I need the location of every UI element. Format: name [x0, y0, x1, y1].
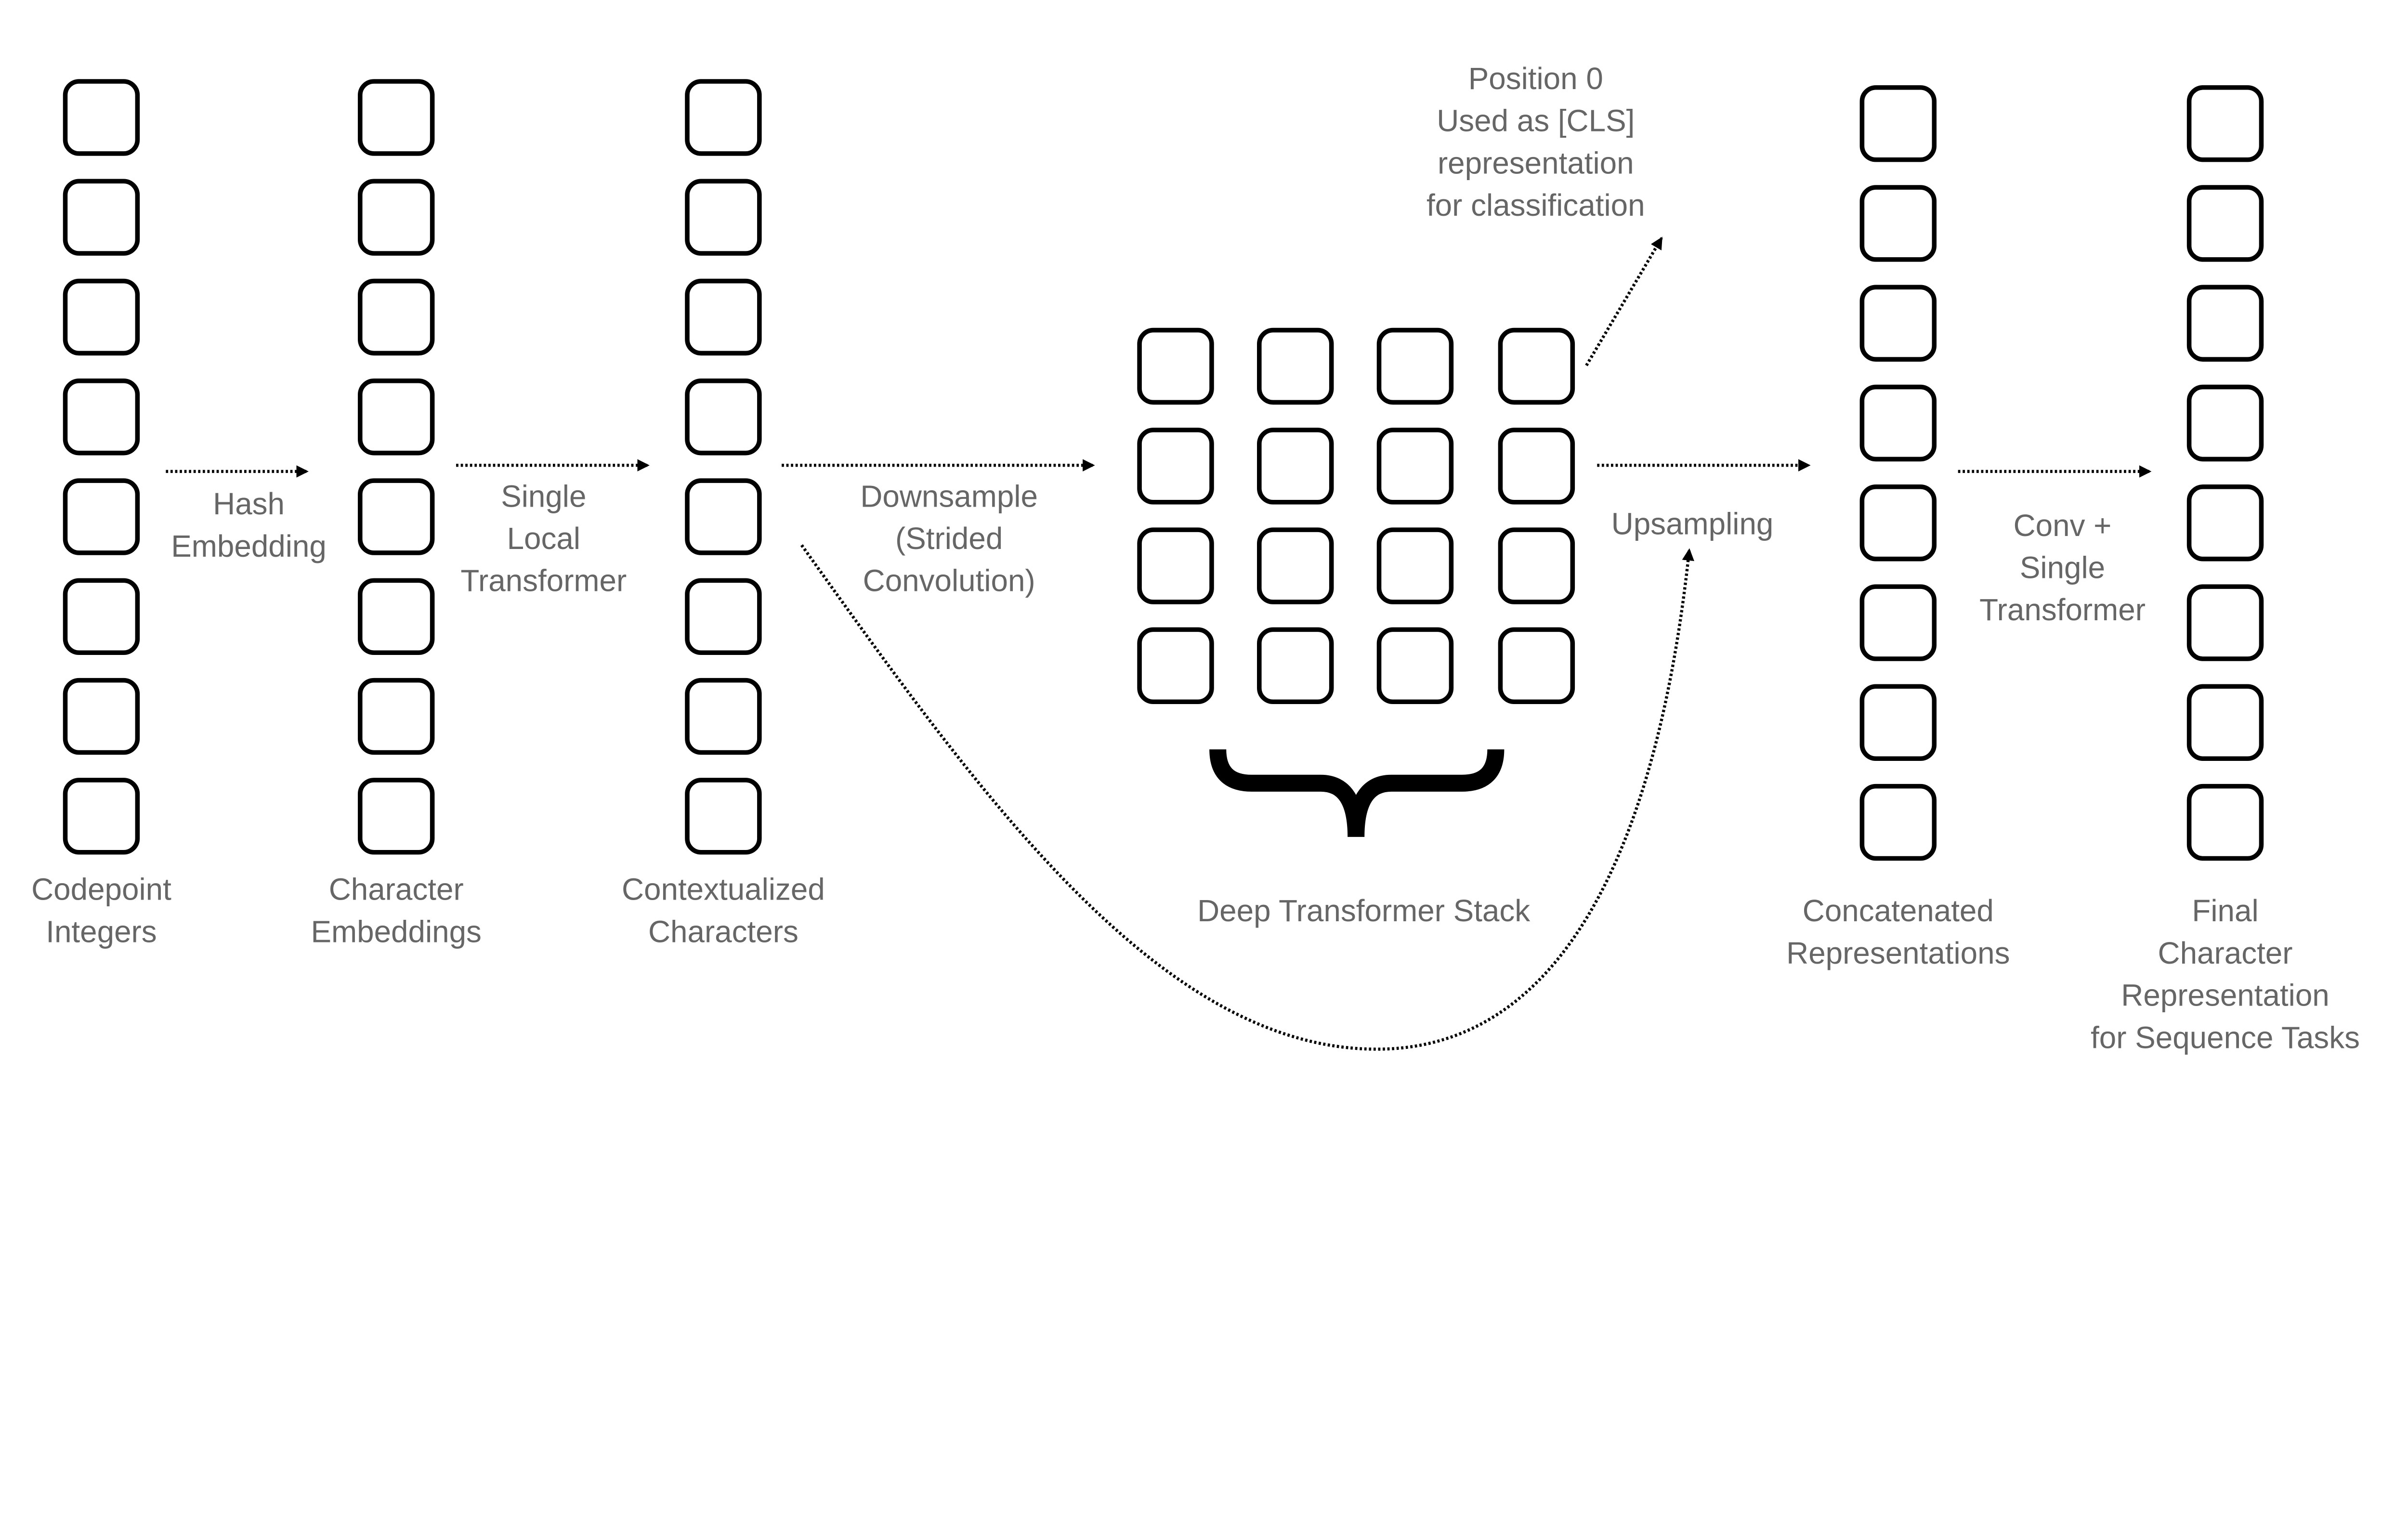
cell-contextualized-characters	[685, 578, 762, 655]
deep-stack-brace	[1209, 749, 1505, 837]
deep-stack-cell	[1376, 627, 1454, 705]
step-label-conv-single-transformer: Transformer	[1979, 592, 2146, 627]
cell-character-embeddings	[357, 179, 435, 256]
cell-codepoint-integers	[63, 478, 140, 555]
column-label-contextualized-characters: Contextualized	[622, 872, 825, 907]
cell-final-character-representation	[2186, 85, 2264, 162]
cell-character-embeddings	[357, 278, 435, 356]
step-label-downsample: Convolution)	[863, 563, 1035, 598]
step-label-hash-embedding: Hash	[213, 486, 285, 521]
deep-stack-cell	[1257, 327, 1334, 405]
cell-concatenated-representations	[1859, 684, 1937, 761]
cell-final-character-representation	[2186, 384, 2264, 462]
column-label-codepoint-integers: Codepoint	[31, 872, 171, 907]
cell-concatenated-representations	[1859, 384, 1937, 462]
cell-character-embeddings	[357, 578, 435, 655]
cell-final-character-representation	[2186, 784, 2264, 861]
cell-final-character-representation	[2186, 185, 2264, 262]
token-cells	[63, 79, 2264, 861]
deep-stack-cell	[1257, 527, 1334, 604]
cell-final-character-representation	[2186, 584, 2264, 661]
deep-stack-cell	[1137, 428, 1214, 505]
cell-contextualized-characters	[685, 278, 762, 356]
cell-codepoint-integers	[63, 578, 140, 655]
cell-contextualized-characters	[685, 79, 762, 156]
deep-stack-cell	[1498, 627, 1575, 705]
cell-contextualized-characters	[685, 478, 762, 555]
arrow-skip-connection	[800, 544, 1694, 1051]
cell-concatenated-representations	[1859, 584, 1937, 661]
deep-stack-cell	[1376, 327, 1454, 405]
cell-character-embeddings	[357, 678, 435, 755]
deep-stack-cell	[1498, 527, 1575, 604]
cell-character-embeddings	[357, 379, 435, 456]
canine-architecture-diagram: CodepointIntegersCharacterEmbeddingsCont…	[31, 61, 2360, 1055]
cell-character-embeddings	[357, 478, 435, 555]
column-label-final-character-representation: Character	[2158, 936, 2293, 970]
cell-character-embeddings	[357, 79, 435, 156]
step-label-downsample: Downsample	[860, 479, 1038, 513]
step-label-upsampling: Upsampling	[1611, 507, 1774, 541]
cell-codepoint-integers	[63, 179, 140, 256]
step-label-downsample: (Strided	[895, 521, 1003, 556]
cell-codepoint-integers	[63, 79, 140, 156]
cell-concatenated-representations	[1859, 85, 1937, 162]
step-label-single-local-transformer: Transformer	[460, 563, 627, 598]
cell-concatenated-representations	[1859, 285, 1937, 362]
cls-note: representation	[1438, 145, 1634, 180]
column-label-final-character-representation: Representation	[2121, 978, 2329, 1013]
deep-stack-cell	[1137, 627, 1214, 705]
cls-note: Used as [CLS]	[1437, 104, 1635, 138]
step-label-hash-embedding: Embedding	[171, 529, 327, 563]
deep-stack-cell	[1498, 327, 1575, 405]
cell-final-character-representation	[2186, 285, 2264, 362]
cell-final-character-representation	[2186, 484, 2264, 562]
step-label-conv-single-transformer: Conv +	[2014, 508, 2112, 543]
cell-contextualized-characters	[685, 678, 762, 755]
step-label-single-local-transformer: Single	[501, 479, 586, 513]
deep-stack-cell	[1137, 527, 1214, 604]
deep-stack-label: Deep Transformer Stack	[1197, 893, 1530, 928]
column-label-contextualized-characters: Characters	[648, 914, 798, 949]
deep-stack-cell	[1257, 428, 1334, 505]
cell-concatenated-representations	[1859, 784, 1937, 861]
arrow-cls	[1585, 236, 1663, 366]
cell-concatenated-representations	[1859, 185, 1937, 262]
column-label-codepoint-integers: Integers	[46, 914, 157, 949]
step-label-conv-single-transformer: Single	[2020, 550, 2105, 585]
cell-character-embeddings	[357, 778, 435, 855]
column-label-character-embeddings: Embeddings	[311, 914, 481, 949]
column-label-character-embeddings: Character	[329, 872, 464, 907]
cell-final-character-representation	[2186, 684, 2264, 761]
deep-stack-cell	[1376, 527, 1454, 604]
cell-codepoint-integers	[63, 778, 140, 855]
cell-contextualized-characters	[685, 778, 762, 855]
cell-contextualized-characters	[685, 179, 762, 256]
step-label-single-local-transformer: Local	[507, 521, 580, 556]
deep-stack-cell	[1257, 627, 1334, 705]
deep-stack-cell	[1137, 327, 1214, 405]
column-label-concatenated-representations: Concatenated	[1803, 893, 1994, 928]
cls-note: Position 0	[1468, 61, 1603, 96]
cls-note: for classification	[1426, 188, 1645, 222]
column-label-final-character-representation: Final	[2192, 893, 2258, 928]
deep-stack-cell	[1376, 428, 1454, 505]
cell-contextualized-characters	[685, 379, 762, 456]
deep-stack-cell	[1498, 428, 1575, 505]
column-label-final-character-representation: for Sequence Tasks	[2091, 1020, 2360, 1055]
cell-codepoint-integers	[63, 278, 140, 356]
cell-codepoint-integers	[63, 678, 140, 755]
cell-concatenated-representations	[1859, 484, 1937, 562]
cell-codepoint-integers	[63, 379, 140, 456]
column-label-concatenated-representations: Representations	[1786, 936, 2010, 970]
